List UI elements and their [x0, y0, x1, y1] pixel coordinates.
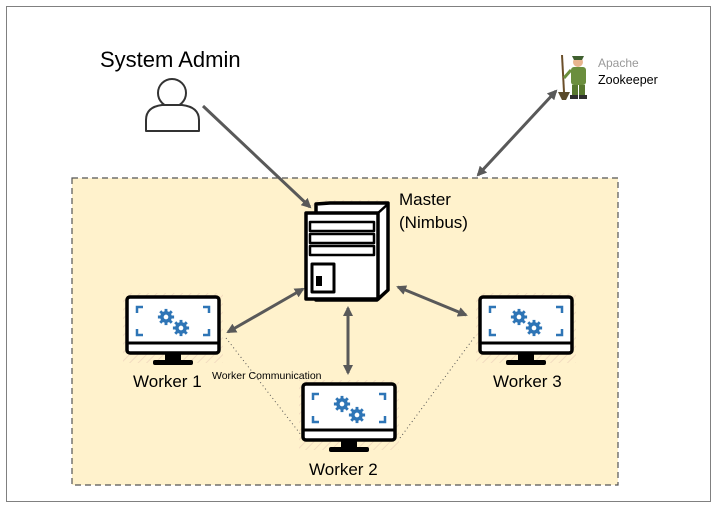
master-label: Master: [399, 190, 451, 209]
master-server-icon: [304, 200, 390, 302]
worker3-label: Worker 3: [493, 372, 562, 391]
zookeeper-apache-label: Apache: [598, 56, 639, 70]
worker2-worker3-link: [399, 334, 477, 439]
worker3-monitor-icon: [476, 293, 576, 365]
worker1-worker2-link: [225, 337, 306, 441]
worker1-monitor-icon: [123, 293, 223, 365]
worker2-monitor-icon: [299, 380, 399, 452]
master-worker1-arrow: [226, 287, 305, 334]
worker1-label: Worker 1: [133, 372, 202, 391]
admin-to-master-arrow: [201, 104, 312, 209]
master-nimbus-label: (Nimbus): [399, 213, 468, 232]
worker-communication-label: Worker Communication: [212, 370, 322, 382]
user-icon: [145, 78, 200, 132]
zookeeper-name-label: Zookeeper: [598, 73, 658, 87]
system-admin-label: System Admin: [100, 47, 241, 72]
master-worker3-arrow: [396, 285, 468, 317]
cluster-zookeeper-arrow: [476, 89, 558, 177]
worker2-label: Worker 2: [309, 460, 378, 479]
zookeeper-keeper-icon: [558, 54, 587, 100]
